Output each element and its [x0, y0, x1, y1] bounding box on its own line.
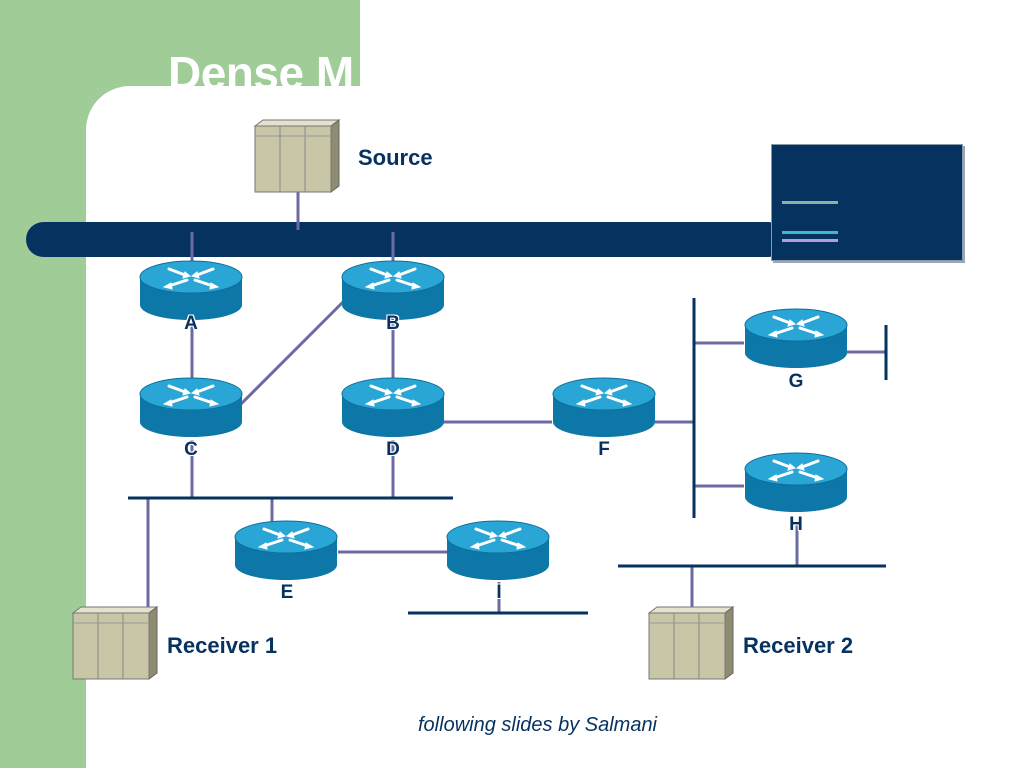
router-f-icon	[551, 376, 657, 439]
receiver-1-label: Receiver 1	[167, 633, 278, 658]
receiver-2-host-icon	[648, 606, 734, 680]
router-f-label: F	[598, 439, 610, 460]
router-c-label: C	[184, 439, 198, 460]
receiver-1-host-icon	[72, 606, 158, 680]
legend-swatch	[782, 231, 838, 234]
source-host-icon	[254, 119, 340, 193]
slide-credit: following slides by Salmani	[418, 714, 658, 736]
router-d-label: D	[386, 439, 400, 460]
router-e-label: E	[280, 582, 294, 603]
router-b-label: B	[386, 313, 400, 334]
router-i-icon	[445, 519, 551, 582]
router-c-icon	[138, 376, 244, 439]
router-i-label: I	[496, 582, 502, 603]
router-h-label: H	[789, 514, 803, 535]
router-e-icon	[233, 519, 339, 582]
router-g-icon	[743, 307, 849, 370]
lan-segments	[128, 298, 888, 615]
router-a-label: A	[184, 313, 198, 334]
legend-swatch	[782, 239, 838, 242]
router-b-icon	[340, 259, 446, 322]
legend-swatch	[782, 201, 838, 204]
router-g-label: G	[788, 371, 804, 392]
router-d-icon	[340, 376, 446, 439]
receiver-2-label: Receiver 2	[743, 633, 854, 658]
router-h-icon	[743, 451, 849, 514]
source-label: Source	[358, 145, 433, 170]
legend-box	[771, 144, 963, 261]
backbone-segment	[26, 222, 786, 257]
router-a-icon	[138, 259, 244, 322]
